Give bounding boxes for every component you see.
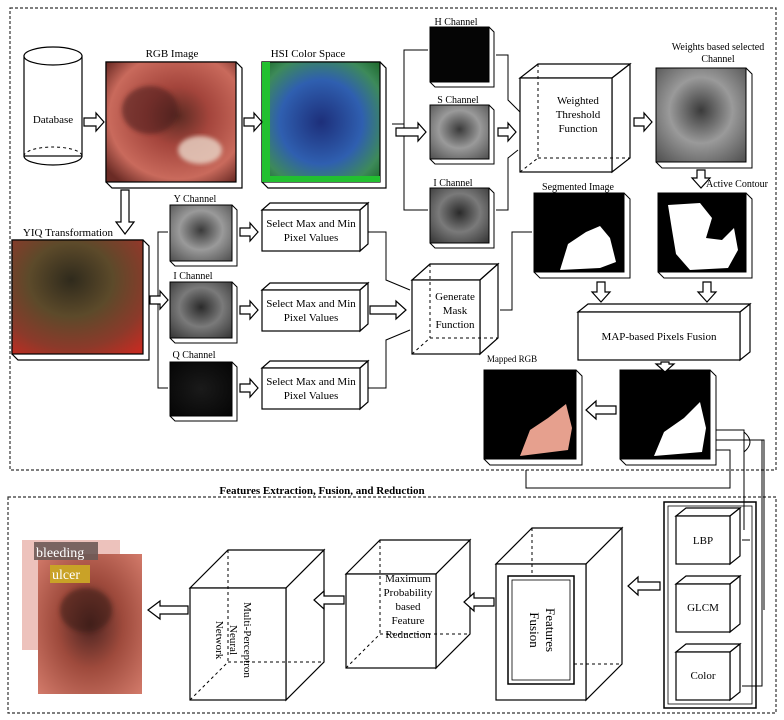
map-fusion-label: MAP-based Pixels Fusion (602, 331, 717, 343)
hsi-image (261, 61, 381, 183)
generate-mask-line-2: Mask (443, 305, 468, 317)
h-channel-image (429, 26, 490, 83)
s-channel-label: S Channel (437, 95, 479, 106)
select-max-min-1-line-2: Pixel Values (284, 232, 339, 244)
h-channel-label: H Channel (434, 17, 477, 28)
bleeding-badge (34, 542, 98, 560)
feature-reduction-box: Maximum Probability based Feature Reduct… (344, 538, 472, 670)
top-section-frame (9, 7, 777, 471)
select-max-min-box-3: Select Max and Min Pixel Values (260, 359, 370, 411)
weights-selected-label-2: Channel (701, 54, 735, 65)
ulcer-label: ulcer (52, 568, 80, 583)
i-channel-yiq-card: I Channel (169, 271, 238, 344)
generate-mask-line-1: Generate (435, 291, 475, 303)
segmented-image-card: Segmented Image (533, 182, 631, 279)
generate-mask-box: Generate Mask Function (410, 262, 500, 356)
yiq-label: YIQ Transformation (23, 227, 114, 239)
select-max-min-2-line-2: Pixel Values (284, 312, 339, 324)
y-channel-label: Y Channel (174, 194, 217, 205)
lbp-label: LBP (693, 535, 713, 547)
generate-mask-line-3: Function (435, 319, 475, 331)
active-contour-card: Active Contour (657, 179, 769, 279)
color-box: Color (674, 642, 742, 702)
lbp-box: LBP (674, 506, 742, 566)
fused-mask-card (619, 369, 717, 466)
output-images: bleeding ulcer (22, 540, 142, 694)
reduction-line-2: Probability (384, 587, 433, 599)
weighted-label-2: Threshold (556, 109, 601, 121)
features-fusion-box: Features Fusion (494, 526, 624, 702)
reduction-line-5: Reduction (385, 629, 431, 641)
flow-arrows (83, 111, 718, 621)
i-channel-yiq-image (169, 281, 233, 339)
select-max-min-1-line-1: Select Max and Min (266, 218, 356, 230)
weights-selected-label-1: Weights based selected (672, 42, 765, 53)
weighted-label-3: Function (558, 123, 598, 135)
glcm-label: GLCM (687, 602, 719, 614)
mlp-line-2: Neural (227, 625, 239, 655)
s-channel-image (429, 104, 490, 160)
mlp-box: Multi-Perceptron Neural Network (188, 548, 326, 702)
select-max-min-box-1: Select Max and Min Pixel Values (260, 201, 370, 253)
q-channel-label: Q Channel (172, 350, 215, 361)
i-channel-hsi-label: I Channel (433, 178, 472, 189)
active-contour-label: Active Contour (706, 179, 769, 190)
rgb-image-card: RGB Image (105, 48, 243, 189)
reduction-line-4: Feature (392, 615, 425, 627)
ulcer-badge (50, 565, 90, 583)
select-max-min-3-line-1: Select Max and Min (266, 376, 356, 388)
glcm-box: GLCM (674, 574, 742, 634)
h-channel-card: H Channel (429, 17, 495, 88)
s-channel-card: S Channel (429, 95, 495, 165)
rgb-image-label: RGB Image (146, 48, 199, 60)
i-channel-hsi-card: I Channel (429, 178, 495, 249)
hsi-color-space-card: HSI Color Space (261, 48, 387, 189)
reduction-line-3: based (395, 601, 421, 613)
hsi-label: HSI Color Space (271, 48, 346, 60)
q-channel-card: Q Channel (169, 350, 238, 422)
select-max-min-box-2: Select Max and Min Pixel Values (260, 281, 370, 333)
map-fusion-box: MAP-based Pixels Fusion (576, 302, 752, 362)
yiq-image (11, 239, 144, 355)
mlp-line-1: Multi-Perceptron (241, 602, 253, 678)
y-channel-card: Y Channel (169, 194, 238, 267)
connectors (150, 49, 765, 687)
bottom-section-frame (7, 496, 777, 714)
weights-selected-image (655, 67, 747, 163)
weights-selected-card: Weights based selected Channel (655, 42, 765, 169)
database-label: Database (33, 114, 73, 126)
weighted-threshold-box: Weighted Threshold Function (518, 62, 632, 174)
mapped-rgb-card: Mapped RGB (483, 354, 583, 466)
i-channel-yiq-label: I Channel (173, 271, 212, 282)
segmented-image-label: Segmented Image (542, 182, 614, 193)
database-cylinder: Database (23, 46, 83, 166)
select-max-min-3-line-2: Pixel Values (284, 390, 339, 402)
bleeding-label: bleeding (36, 546, 84, 561)
q-channel-image (169, 361, 233, 417)
features-fusion-line-1: Features (543, 608, 558, 652)
weighted-label-1: Weighted (557, 95, 599, 107)
y-channel-image (169, 204, 233, 262)
select-max-min-2-line-1: Select Max and Min (266, 298, 356, 310)
mapped-rgb-label: Mapped RGB (487, 354, 537, 364)
color-label: Color (690, 670, 715, 682)
i-channel-hsi-image (429, 187, 490, 244)
features-fusion-line-2: Fusion (527, 612, 542, 648)
section-title: Features Extraction, Fusion, and Reducti… (219, 485, 424, 497)
yiq-card: YIQ Transformation (11, 227, 150, 361)
reduction-line-1: Maximum (385, 573, 431, 585)
mlp-line-3: Network (213, 621, 225, 660)
